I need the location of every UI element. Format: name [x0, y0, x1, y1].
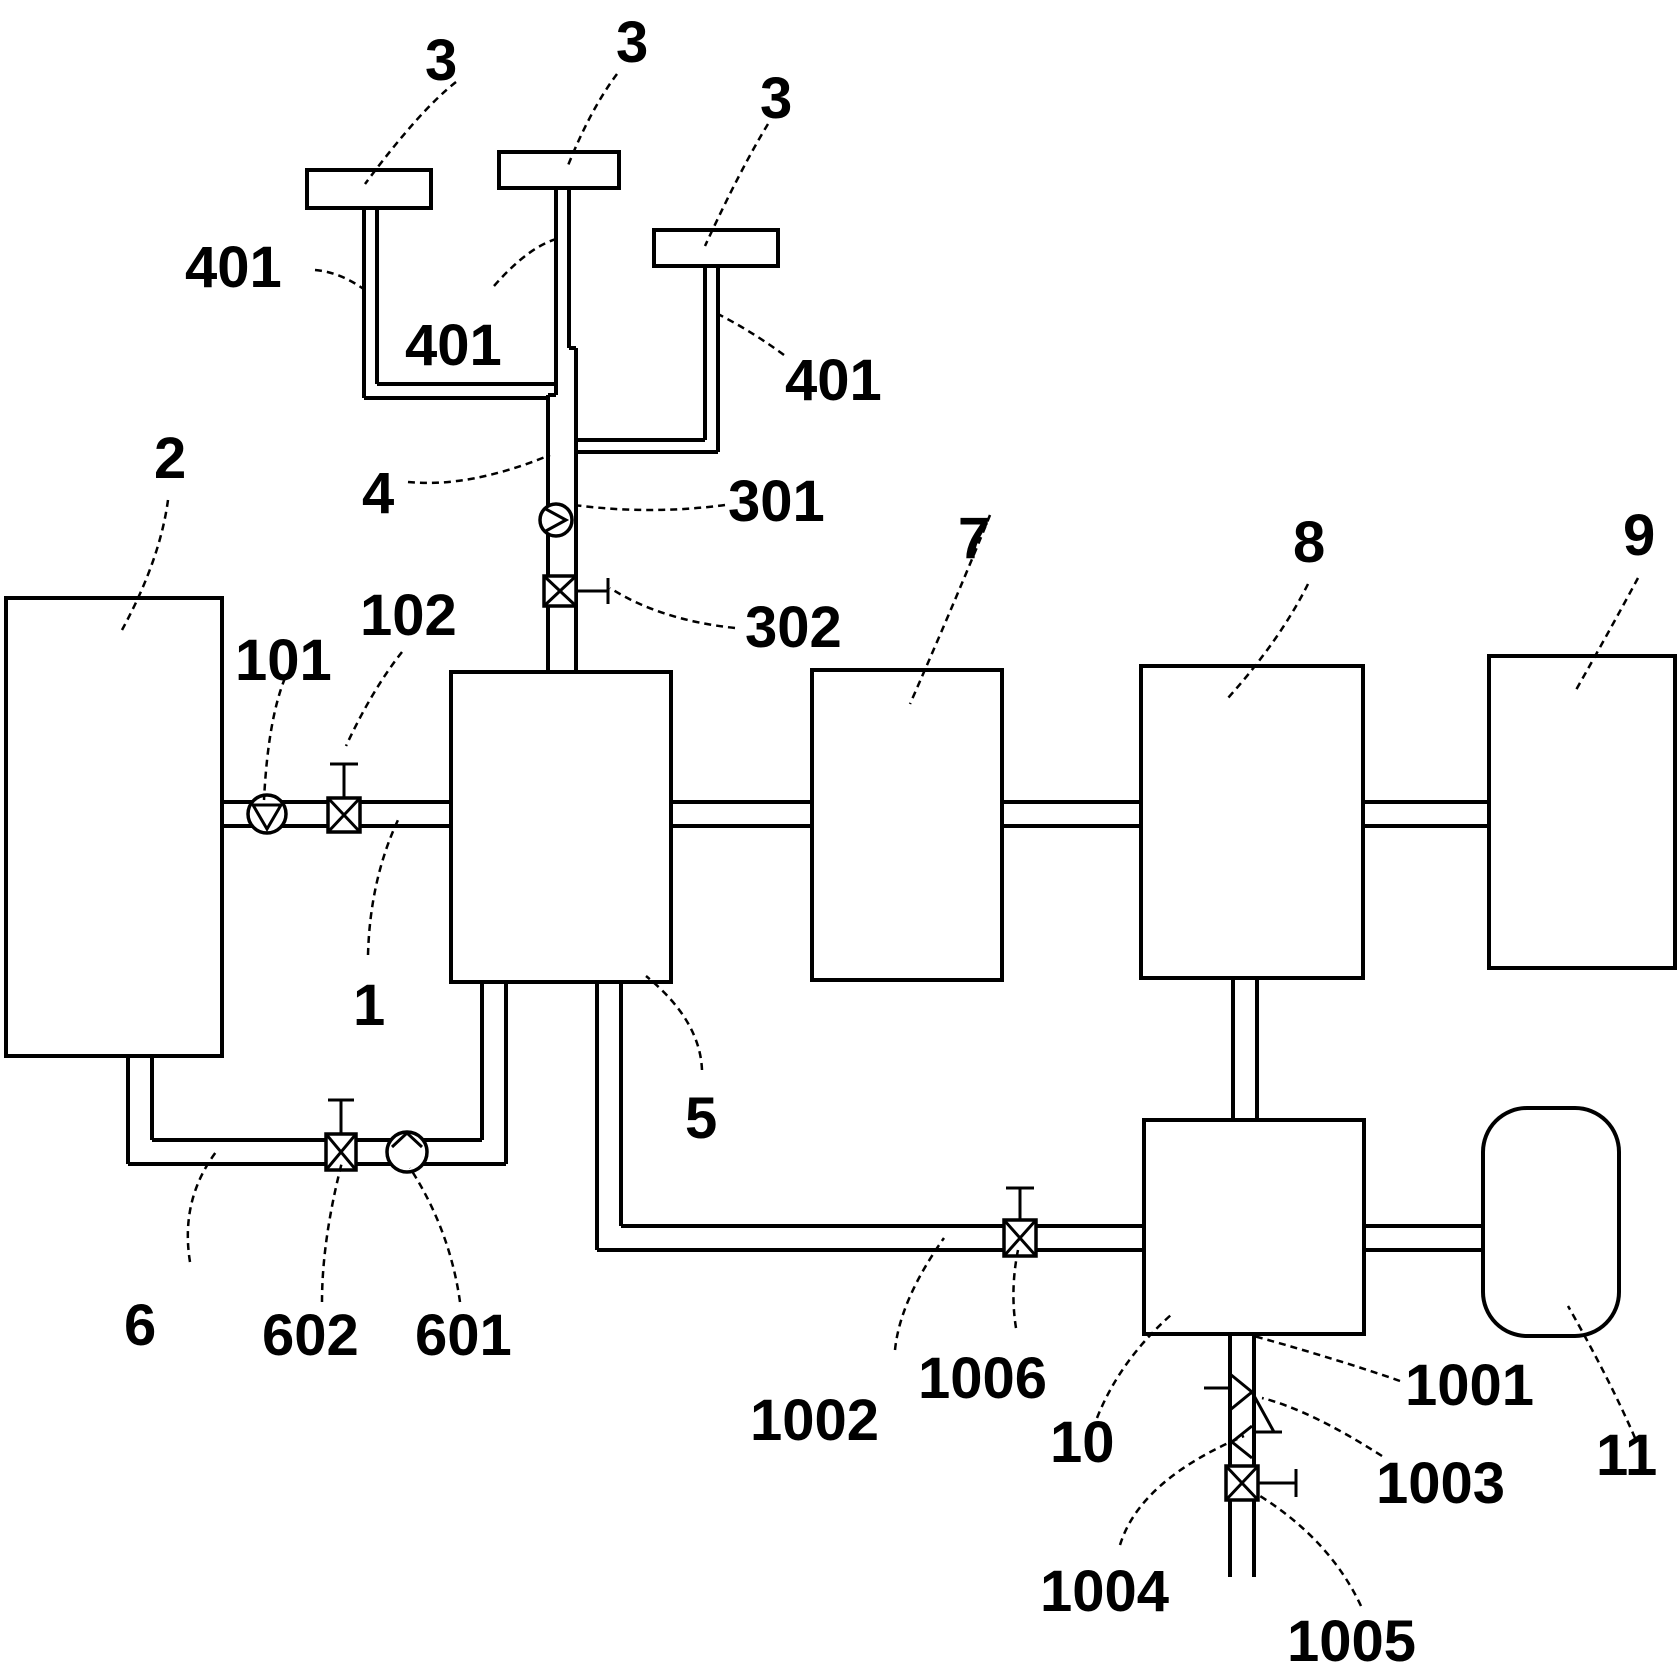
block-9 — [1487, 654, 1677, 970]
label-2: 2 — [154, 426, 186, 491]
label-1: 1 — [353, 973, 385, 1038]
check-valve-1004 — [1229, 1424, 1253, 1460]
label-401-right: 401 — [785, 348, 882, 413]
branch-401-right — [576, 266, 720, 454]
branch-401-middle — [554, 188, 578, 445]
pipe-7-8 — [1002, 800, 1141, 828]
block-8 — [1139, 664, 1365, 980]
pump-601 — [385, 1130, 429, 1174]
label-5: 5 — [685, 1086, 717, 1151]
valve-302 — [542, 574, 610, 608]
block-7 — [810, 668, 1004, 982]
pipe-10-11 — [1364, 1224, 1483, 1252]
label-8: 8 — [1293, 510, 1325, 575]
label-10: 10 — [1050, 1410, 1115, 1475]
label-6: 6 — [124, 1293, 156, 1358]
label-1002: 1002 — [750, 1388, 879, 1453]
pipe-5-7 — [671, 800, 812, 828]
block-10 — [1142, 1118, 1366, 1336]
pump-301 — [538, 502, 574, 538]
label-3-middle: 3 — [616, 10, 648, 75]
valve-1005 — [1224, 1464, 1298, 1502]
pipe-8-9 — [1363, 800, 1489, 828]
label-302: 302 — [745, 595, 842, 660]
label-401-middle: 401 — [405, 313, 502, 378]
block-2 — [4, 596, 224, 1058]
pump-101 — [246, 793, 288, 835]
valve-102 — [326, 762, 362, 834]
valve-1006 — [1002, 1186, 1038, 1258]
leader-lines — [120, 73, 1640, 1607]
label-401-left: 401 — [185, 235, 282, 300]
label-301: 301 — [728, 469, 825, 534]
unit-3-left — [305, 168, 433, 210]
label-1001: 1001 — [1405, 1353, 1534, 1418]
unit-3-middle — [497, 150, 621, 190]
label-601: 601 — [415, 1303, 512, 1368]
label-1006: 1006 — [918, 1346, 1047, 1411]
label-1004: 1004 — [1040, 1559, 1169, 1624]
label-11: 11 — [1596, 1423, 1657, 1488]
check-valve-1003 — [1204, 1372, 1282, 1434]
label-1003: 1003 — [1376, 1451, 1505, 1516]
branch-401-left — [362, 208, 556, 400]
pipe-1002 — [595, 982, 1144, 1252]
label-9: 9 — [1623, 503, 1655, 568]
label-7: 7 — [958, 506, 990, 571]
pipe-8-10 — [1231, 978, 1259, 1120]
label-101: 101 — [235, 628, 332, 693]
block-5 — [449, 670, 673, 984]
label-1005: 1005 — [1287, 1609, 1416, 1667]
label-3-left: 3 — [425, 28, 457, 93]
label-4: 4 — [362, 461, 394, 526]
unit-3-right — [652, 228, 780, 268]
label-102: 102 — [360, 583, 457, 648]
label-3-right: 3 — [760, 66, 792, 131]
valve-602 — [324, 1098, 358, 1172]
label-602: 602 — [262, 1303, 359, 1368]
block-11 — [1481, 1106, 1621, 1338]
pipe-6 — [126, 982, 508, 1166]
